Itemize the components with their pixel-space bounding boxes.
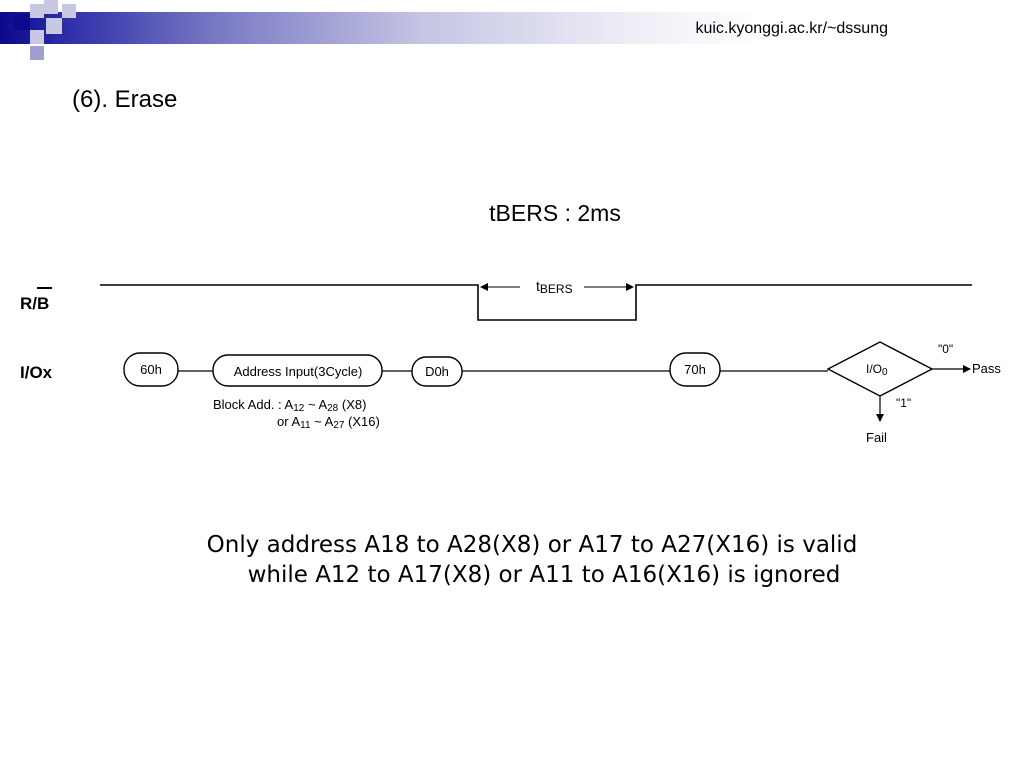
header-gradient-bar <box>0 12 1024 44</box>
cmd-70h-label: 70h <box>684 362 706 377</box>
cmd-70h-box <box>669 352 721 387</box>
address-note-line2: while A12 to A17(X8) or A11 to A16(X16) … <box>247 562 841 588</box>
fail-label: Fail <box>866 430 887 445</box>
result-1-label: "1" <box>896 396 911 410</box>
cmd-d0h-label: D0h <box>425 364 449 379</box>
cmd-d0h-box <box>411 356 463 387</box>
result-0-label: "0" <box>938 342 953 356</box>
block-address-line1: Block Add. : A12 ~ A28 (X8) <box>213 397 366 414</box>
site-url: kuic.kyonggi.ac.kr/~dssung <box>695 20 888 37</box>
cmd-60h-label: 60h <box>140 362 162 377</box>
io0-label: I/O0 <box>866 362 888 378</box>
rb-waveform <box>100 284 972 321</box>
address-note: Only address A18 to A28(X8) or A17 to A2… <box>0 530 1024 590</box>
cmd-60h-box <box>123 352 179 387</box>
pass-label: Pass <box>972 361 1001 376</box>
block-address-line2: or A11 ~ A27 (X16) <box>277 414 380 431</box>
address-note-line1: Only address A18 to A28(X8) or A17 to A2… <box>206 532 858 558</box>
slide-title: (6). Erase <box>72 86 178 113</box>
logo-squares <box>0 0 80 60</box>
slide-subtitle: tBERS : 2ms <box>489 200 621 226</box>
iox-signal-label: I/Ox <box>20 363 53 382</box>
rb-signal-label: R/B <box>20 294 49 313</box>
address-input-label: Address Input(3Cycle) <box>234 364 363 379</box>
address-input-box <box>212 354 383 387</box>
tbers-label: tBERS <box>536 278 573 296</box>
